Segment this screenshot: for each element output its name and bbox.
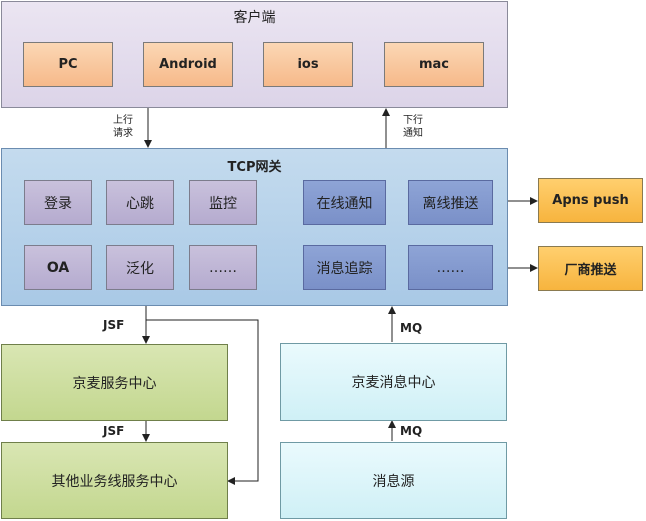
jingmai-service-center: 京麦服务中心 [1, 344, 228, 421]
jsf-label-2: JSF [103, 424, 125, 438]
client-pc: PC [23, 42, 113, 87]
client-ios: ios [263, 42, 353, 87]
push-more: …… [408, 245, 493, 290]
message-source: 消息源 [280, 442, 507, 519]
gateway-heartbeat: 心跳 [106, 180, 174, 225]
mq-label-2: MQ [400, 424, 423, 438]
jsf-label-1: JSF [103, 318, 125, 332]
mq-label-1: MQ [400, 321, 423, 335]
gateway-title: TCP网关 [227, 160, 282, 175]
downlink-label: 下行 通知 [403, 115, 423, 139]
push-offline: 离线推送 [408, 180, 493, 225]
push-online-notify: 在线通知 [303, 180, 386, 225]
jingmai-message-center: 京麦消息中心 [280, 343, 507, 421]
apns-push: Apns push [538, 178, 643, 223]
gateway-monitor: 监控 [189, 180, 257, 225]
gateway-oa: OA [24, 245, 92, 290]
uplink-label: 上行 请求 [113, 115, 133, 139]
client-mac: mac [384, 42, 484, 87]
gateway-login: 登录 [24, 180, 92, 225]
push-message-trace: 消息追踪 [303, 245, 386, 290]
other-service-center: 其他业务线服务中心 [1, 442, 228, 519]
client-title: 客户端 [233, 10, 276, 26]
client-android: Android [143, 42, 233, 87]
gateway-generalize: 泛化 [106, 245, 174, 290]
jsf-branch-arrow [146, 319, 259, 485]
vendor-push: 厂商推送 [538, 246, 643, 291]
gateway-more: …… [189, 245, 257, 290]
